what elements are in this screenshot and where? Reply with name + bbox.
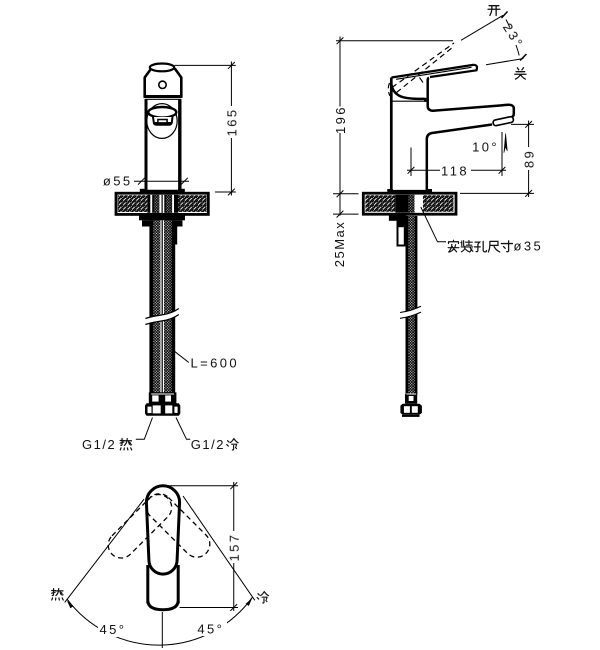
svg-text:G1/2: G1/2 bbox=[191, 437, 225, 452]
svg-text:G1/2: G1/2 bbox=[82, 437, 116, 452]
svg-text:45°: 45° bbox=[197, 621, 224, 636]
svg-text:45°: 45° bbox=[99, 622, 126, 637]
svg-text:L=600: L=600 bbox=[190, 355, 239, 370]
svg-text:25Max: 25Max bbox=[332, 221, 347, 268]
svg-text:157: 157 bbox=[227, 533, 242, 562]
svg-text:ø55: ø55 bbox=[103, 173, 133, 188]
svg-text:196: 196 bbox=[333, 105, 348, 134]
svg-text:10°: 10° bbox=[472, 139, 499, 154]
svg-text:ø35: ø35 bbox=[513, 239, 543, 254]
svg-text:89: 89 bbox=[521, 149, 536, 168]
svg-text:118: 118 bbox=[441, 163, 469, 178]
svg-text:165: 165 bbox=[224, 108, 239, 137]
